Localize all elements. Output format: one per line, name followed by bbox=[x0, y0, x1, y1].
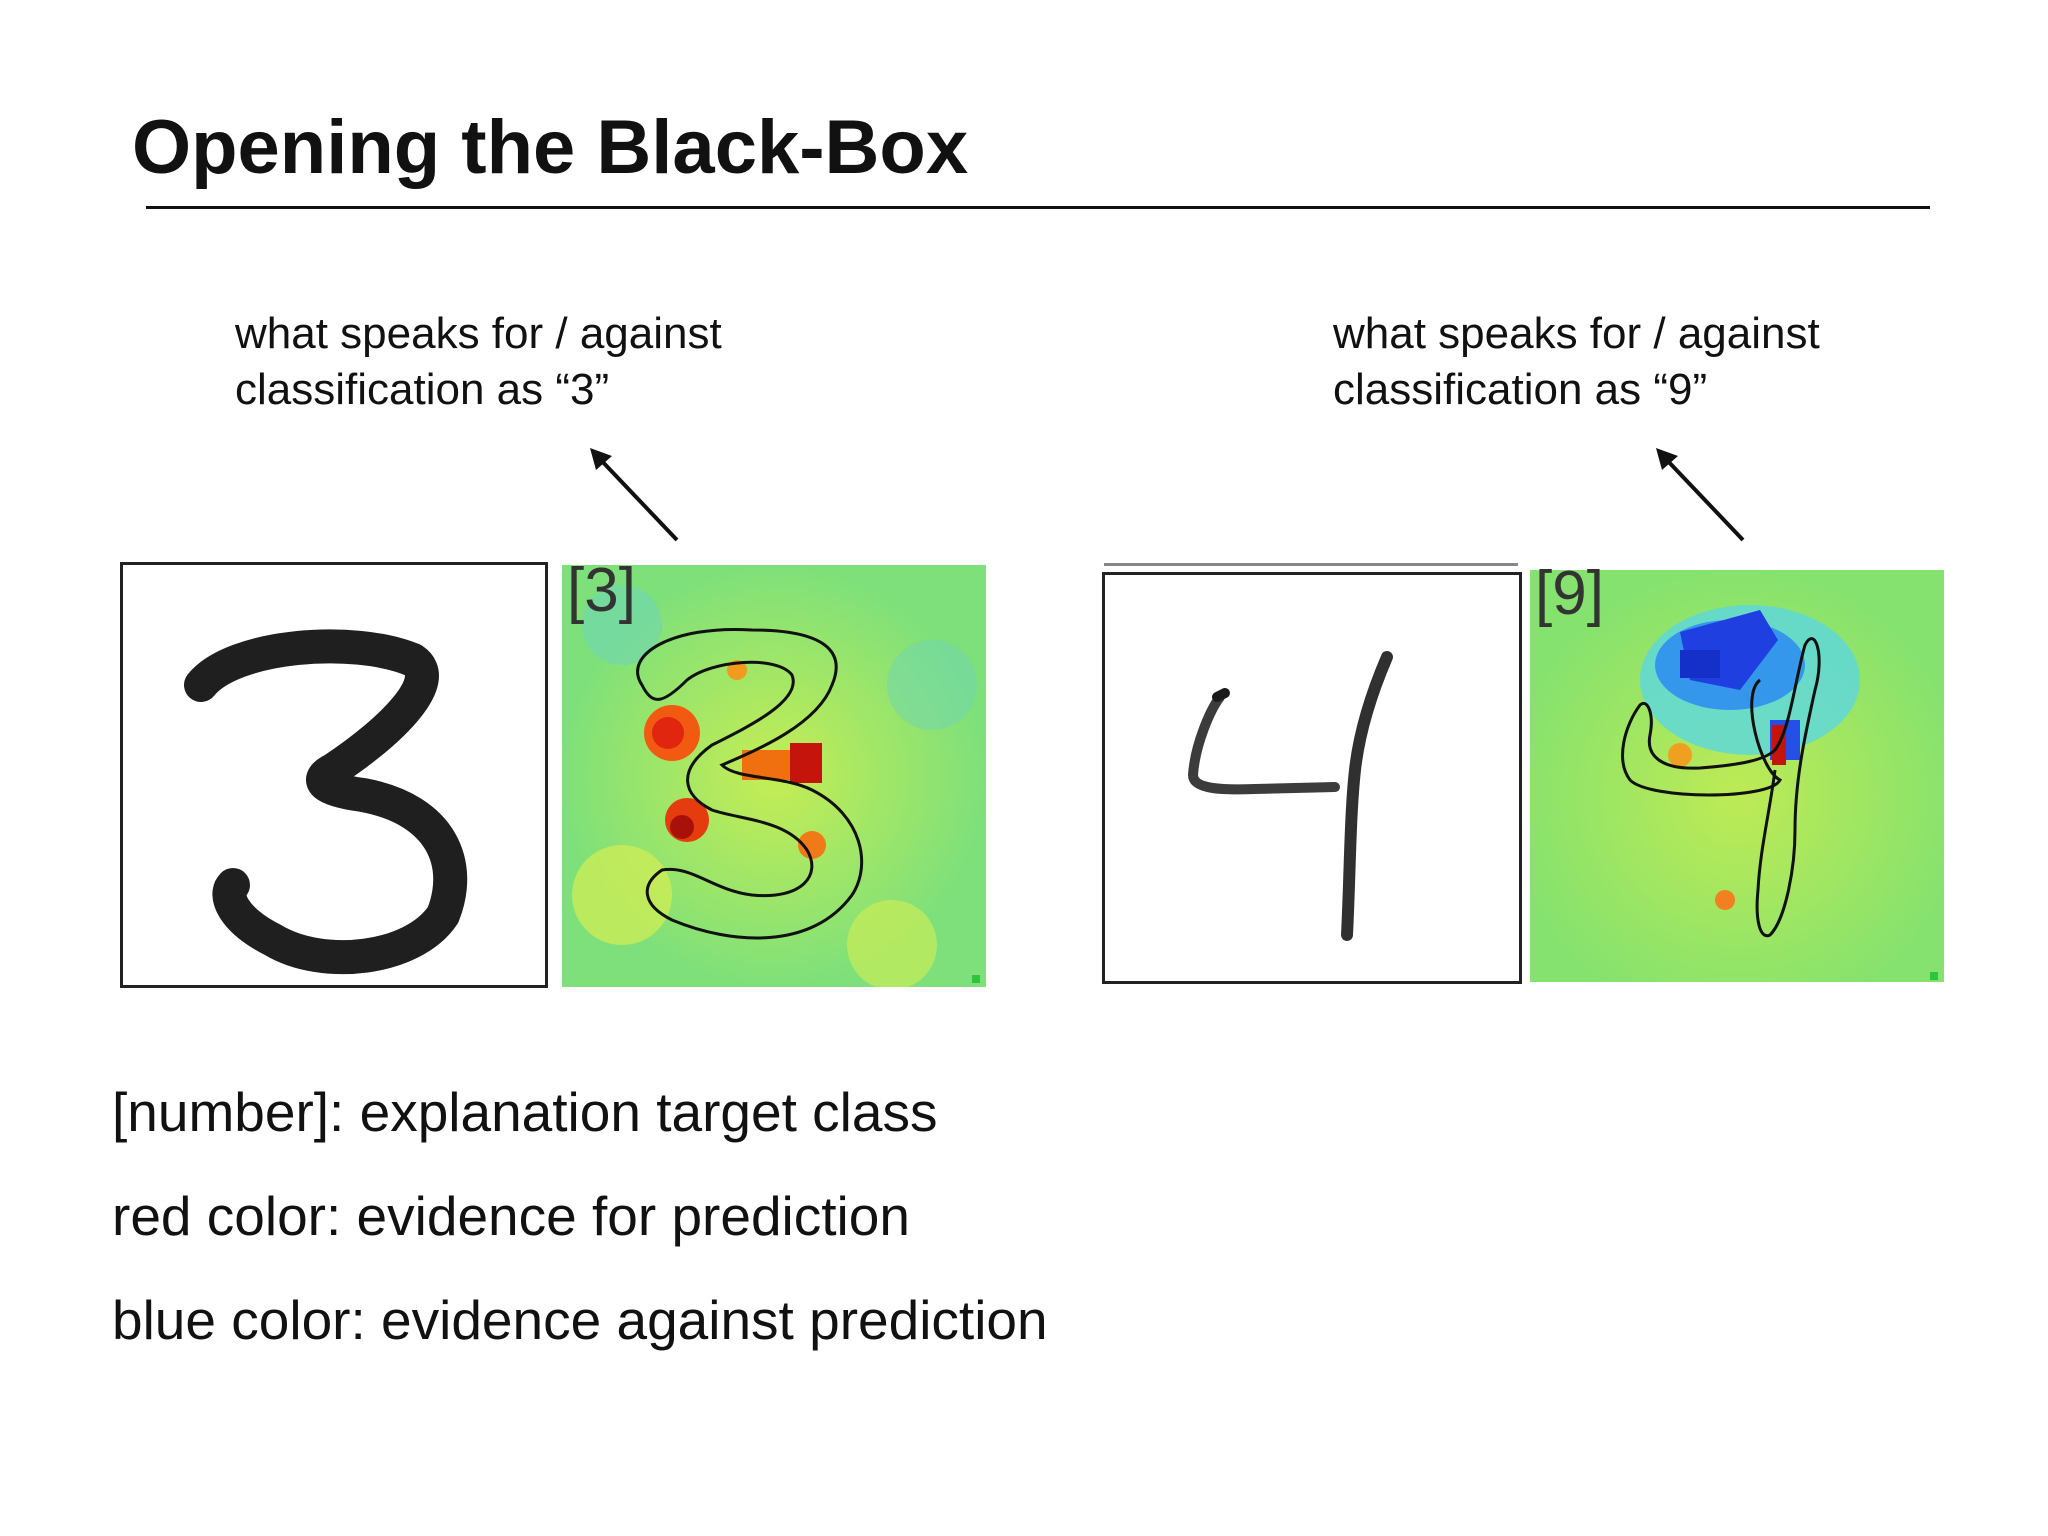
caption-right-line2: classification as “9” bbox=[1333, 365, 1708, 414]
caption-left-line2: classification as “3” bbox=[235, 365, 610, 414]
caption-right: what speaks for / against classification… bbox=[1333, 306, 1820, 418]
legend-line-blue: blue color: evidence against prediction bbox=[112, 1289, 1048, 1351]
input-digit-image-left bbox=[120, 562, 548, 988]
caption-left-line1: what speaks for / against bbox=[235, 309, 722, 358]
input-digit-image-right bbox=[1102, 572, 1522, 984]
relevance-heatmap-left: [3] bbox=[562, 556, 986, 990]
legend: [number]: explanation target class red c… bbox=[112, 1080, 1048, 1392]
legend-line-target-class: [number]: explanation target class bbox=[112, 1081, 938, 1143]
heatmap-3-drawing bbox=[562, 565, 986, 990]
digit-4-drawing bbox=[1188, 651, 1393, 941]
relevance-heatmap-right: [9] bbox=[1530, 559, 1944, 982]
target-class-label-left: [3] bbox=[567, 556, 636, 625]
title-divider bbox=[146, 206, 1930, 209]
arrow-icon-right bbox=[1656, 448, 1745, 542]
caption-left: what speaks for / against classification… bbox=[235, 306, 722, 418]
slide-title: Opening the Black-Box bbox=[132, 105, 969, 190]
image-top-edge-right bbox=[1104, 563, 1518, 566]
arrow-icon-left bbox=[590, 448, 679, 542]
target-class-label-right: [9] bbox=[1535, 559, 1604, 628]
heatmap-9-drawing bbox=[1530, 570, 1944, 982]
legend-line-red: red color: evidence for prediction bbox=[112, 1185, 910, 1247]
digit-3-drawing bbox=[184, 629, 468, 975]
caption-right-line1: what speaks for / against bbox=[1333, 309, 1820, 358]
